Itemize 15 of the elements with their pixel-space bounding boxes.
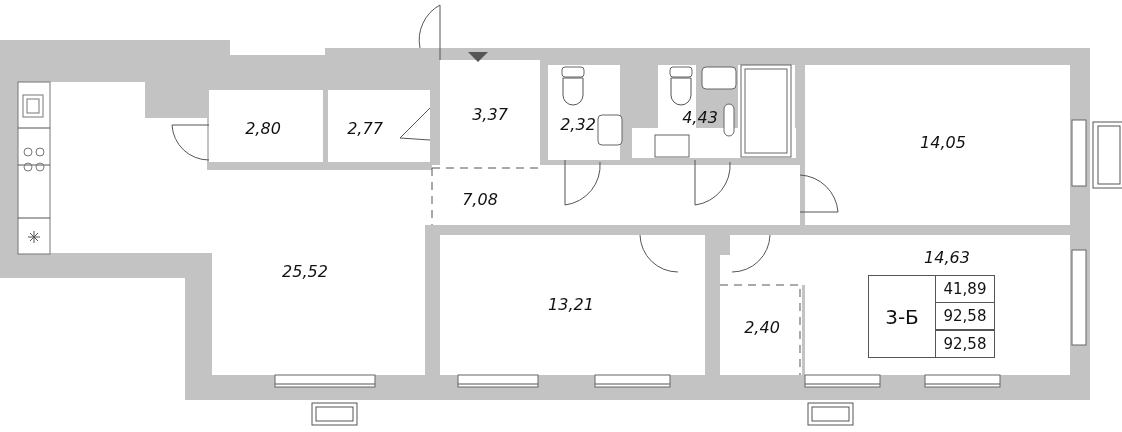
room-area-label: 7,08: [462, 192, 498, 208]
area-value-cell: 41,89: [935, 275, 995, 303]
room-area-label: 25,52: [282, 264, 328, 280]
room-area-label: 2,32: [560, 117, 596, 133]
room-area-label: 2,40: [744, 320, 780, 336]
room-area-label: 14,63: [924, 250, 970, 266]
room-area-label: 4,43: [682, 110, 718, 126]
room-area-label: 13,21: [548, 297, 594, 313]
room-area-label: 2,80: [245, 121, 281, 137]
area-value-cell: 92,58: [935, 302, 995, 330]
room-area-label: 2,77: [347, 121, 383, 137]
room-area-label: 3,37: [472, 107, 508, 123]
apartment-type-cell: 3-Б: [868, 275, 936, 358]
room-area-label: 14,05: [920, 135, 966, 151]
area-value-cell: 92,58: [935, 330, 995, 358]
